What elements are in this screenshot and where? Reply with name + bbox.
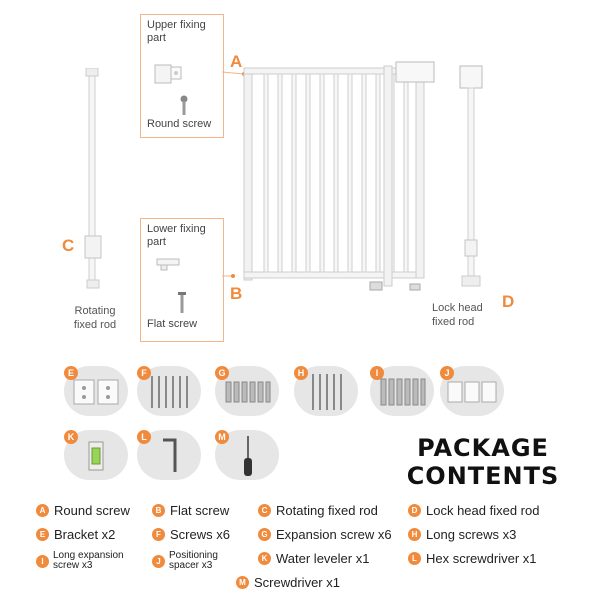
package-contents-line1: PACKAGE (417, 434, 549, 462)
legend-label: Positioning spacer x3 (169, 550, 218, 571)
rotating-fixed-rod-image (84, 68, 102, 289)
legend-badge: E (36, 528, 49, 541)
lock-head-fixed-rod-caption: Lock head fixed rod (432, 301, 496, 329)
legend-badge: I (36, 554, 49, 568)
legend-item-g: G Expansion screw x6 (258, 527, 392, 542)
legend-label: Water leveler x1 (276, 551, 370, 566)
legend-badge: F (152, 528, 165, 541)
thumb-long-screws: H (294, 366, 358, 416)
thumb-water-leveler: K (64, 430, 128, 480)
safety-gate-image (243, 61, 435, 291)
thumb-badge-j: J (440, 366, 454, 380)
upper-fixing-part-title: Upper fixing part (147, 19, 206, 44)
package-contents-title: PACKAGE CONTENTS (398, 434, 568, 490)
lower-fixing-part-title: Lower fixing part (147, 223, 206, 248)
flat-screw-label: Flat screw (147, 318, 198, 330)
legend-label: Flat screw (170, 503, 230, 518)
legend-badge: K (258, 552, 271, 565)
thumb-badge-e: E (64, 366, 78, 380)
long-expansion-screw-icon (380, 378, 426, 406)
legend-item-m: M Screwdriver x1 (236, 575, 340, 590)
lower-fixing-part-box: Lower fixing part Flat screw (140, 218, 224, 342)
legend-item-c: C Rotating fixed rod (258, 503, 378, 518)
legend-label: Long expansion screw x3 (53, 550, 124, 571)
positioning-spacer-icon (447, 381, 497, 403)
lock-head-fixed-rod-caption-line2: fixed rod (432, 316, 475, 328)
round-screw-icon (180, 95, 188, 115)
legend-label: Bracket x2 (54, 527, 116, 542)
legend-label: Hex screwdriver x1 (426, 551, 537, 566)
letter-b: B (230, 284, 243, 303)
legend-item-f: F Screws x6 (152, 527, 230, 542)
legend-label: Screws x6 (170, 527, 230, 542)
letter-a: A (230, 52, 243, 71)
legend-item-h: H Long screws x3 (408, 527, 516, 542)
thumb-badge-i: I (370, 366, 384, 380)
expansion-screw-icon (225, 381, 271, 403)
thumb-expansion-screw: G (215, 366, 279, 416)
legend-badge: H (408, 528, 421, 541)
rotating-fixed-rod-caption: Rotating fixed rod (58, 304, 132, 332)
long-screws-icon (312, 374, 342, 410)
thumb-badge-m: M (215, 430, 229, 444)
thumb-bracket: E (64, 366, 128, 416)
thumb-screwdriver: M (215, 430, 279, 480)
bracket-icon (73, 379, 119, 405)
legend-label: Lock head fixed rod (426, 503, 540, 518)
legend-badge: D (408, 504, 421, 517)
legend-item-k: K Water leveler x1 (258, 551, 369, 566)
legend-item-e: E Bracket x2 (36, 527, 115, 542)
thumb-badge-g: G (215, 366, 229, 380)
upper-fixing-part-icon (154, 64, 182, 84)
thumb-positioning-spacer: J (440, 366, 504, 416)
legend-label: Screwdriver x1 (254, 575, 340, 590)
thumb-badge-l: L (137, 430, 151, 444)
screws-icon (151, 376, 188, 408)
legend-label: Expansion screw x6 (276, 527, 392, 542)
lock-head-fixed-rod-image (459, 65, 483, 287)
legend-badge: G (258, 528, 271, 541)
flat-screw-icon (178, 292, 186, 313)
letter-d: D (502, 292, 515, 311)
thumb-badge-k: K (64, 430, 78, 444)
package-contents-line2: CONTENTS (406, 462, 560, 490)
legend-item-a: A Round screw (36, 503, 130, 518)
legend-badge: C (258, 504, 271, 517)
legend-badge: B (152, 504, 165, 517)
water-leveler-icon (88, 441, 104, 471)
legend-label: Rotating fixed rod (276, 503, 378, 518)
legend-badge: A (36, 504, 49, 517)
thumb-hex-screwdriver: L (137, 430, 201, 480)
legend-item-j: J Positioning spacer x3 (152, 551, 239, 571)
legend-label: Long screws x3 (426, 527, 517, 542)
thumb-screws: F (137, 366, 201, 416)
rotating-fixed-rod-caption-line2: fixed rod (73, 319, 117, 331)
round-screw-label: Round screw (147, 118, 212, 130)
legend-badge: M (236, 576, 249, 589)
legend-badge: L (408, 552, 421, 565)
thumb-badge-h: H (294, 366, 308, 380)
hex-screwdriver-icon (163, 438, 177, 472)
thumb-badge-f: F (137, 366, 151, 380)
legend-label: Round screw (54, 503, 130, 518)
lower-fixing-part-icon (156, 258, 180, 271)
legend-item-i: I Long expansion screw x3 (36, 551, 133, 571)
legend-item-b: B Flat screw (152, 503, 229, 518)
upper-fixing-part-box: Upper fixing part Round screw (140, 14, 224, 138)
legend-badge: J (152, 554, 165, 568)
letter-c: C (62, 236, 75, 255)
screwdriver-icon (244, 436, 252, 476)
rotating-fixed-rod-caption-line1: Rotating (74, 305, 116, 317)
legend-item-d: D Lock head fixed rod (408, 503, 539, 518)
legend-item-l: L Hex screwdriver x1 (408, 551, 537, 566)
lock-head-fixed-rod-caption-line1: Lock head (432, 302, 483, 314)
thumb-long-expansion-screw: I (370, 366, 434, 416)
